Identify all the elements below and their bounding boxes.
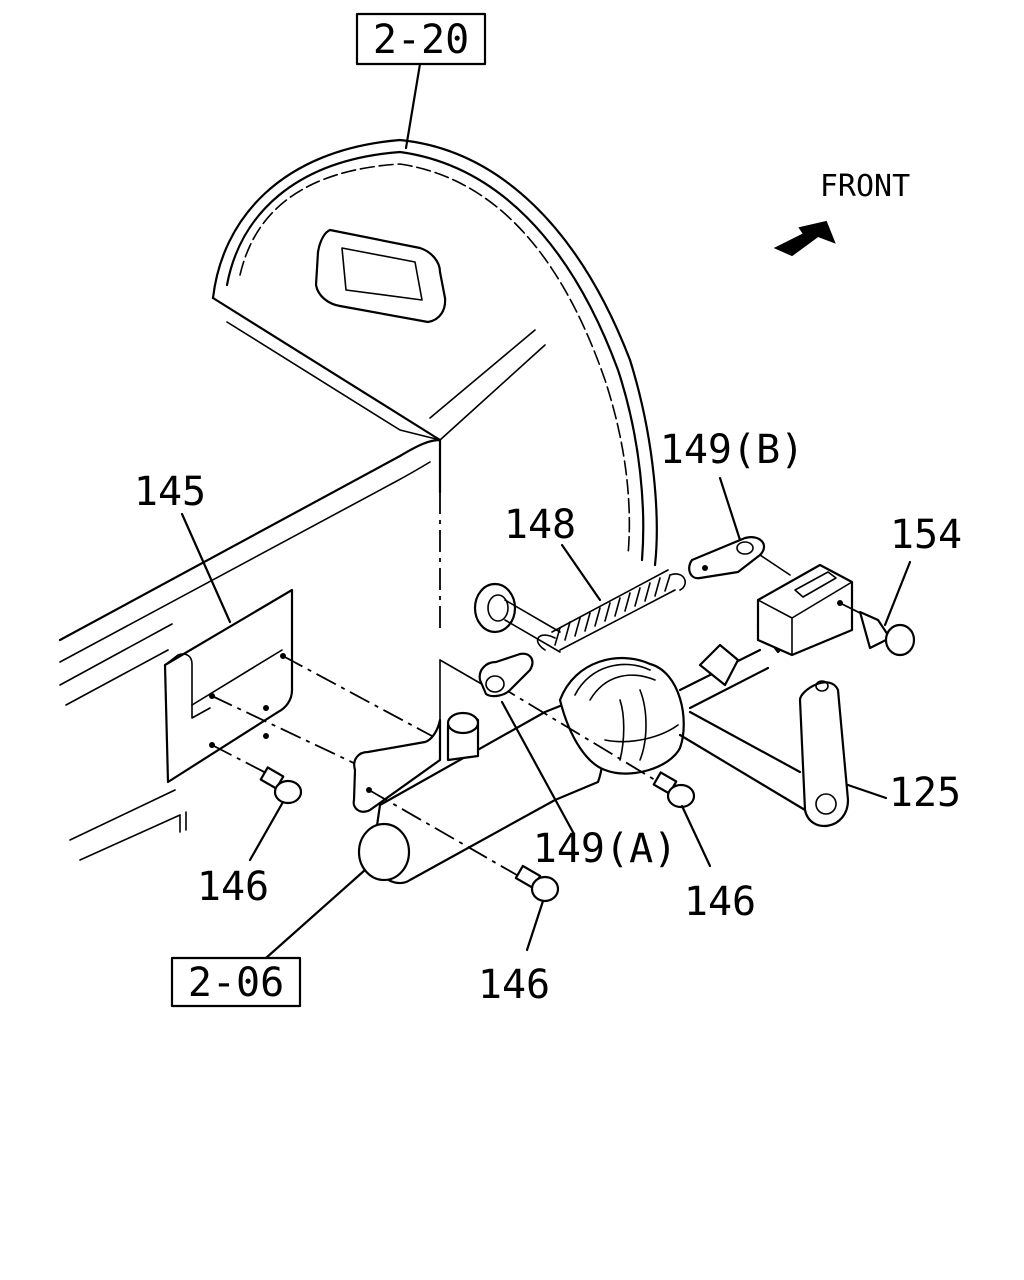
callout-148: 148 [504,502,576,548]
bracket-149b [688,536,791,580]
front-arrow-icon [773,220,836,257]
centerline-upper [282,655,433,737]
ref-bottom-label: 2-06 [188,960,284,1006]
bracket-145 [163,588,294,784]
front-label: FRONT [820,169,910,204]
bolt-146-bottom [514,864,560,903]
centerline-right [495,683,661,784]
return-spring-148 [536,569,686,651]
ref-top-label: 2-20 [373,17,469,63]
centerline-bottom [368,789,523,879]
callout-148-leader [560,543,602,602]
inspection-cover [314,228,447,324]
callout-149a-leader [500,700,576,836]
callout-154: 154 [890,512,962,558]
centerline-pin [839,602,869,618]
callout-145: 145 [134,469,206,515]
ref-bottom-box [170,956,302,1008]
callout-125-leader [846,783,888,800]
callout-154-leader [883,560,912,627]
pin-154 [858,610,916,657]
bolt-146-left [259,766,303,805]
callout-125: 125 [889,770,961,816]
ref-top-box [355,12,487,66]
callout-149b-leader [718,476,742,542]
spacer-148 [473,582,561,653]
plate-149a [478,652,534,698]
callout-145-leader [180,512,232,624]
clevis-yoke [756,563,854,657]
ref-bottom-leader [264,868,367,960]
bolt-146-right [652,771,696,809]
callout-149a: 149(A) [533,826,678,872]
callout-146-right: 146 [684,879,756,925]
callout-146-bottom: 146 [478,962,550,1008]
callout-149b: 149(B) [660,427,805,473]
ref-top-leader [404,62,422,150]
callout-146-left-leader [248,800,285,862]
callout-146-right-leader [680,804,712,868]
callout-146-left: 146 [197,864,269,910]
centerline-lower [211,744,269,775]
clutch-housing [58,138,658,861]
lever-125 [678,680,850,828]
callout-146-bottom-leader [525,899,545,952]
master-cylinder [352,613,792,885]
